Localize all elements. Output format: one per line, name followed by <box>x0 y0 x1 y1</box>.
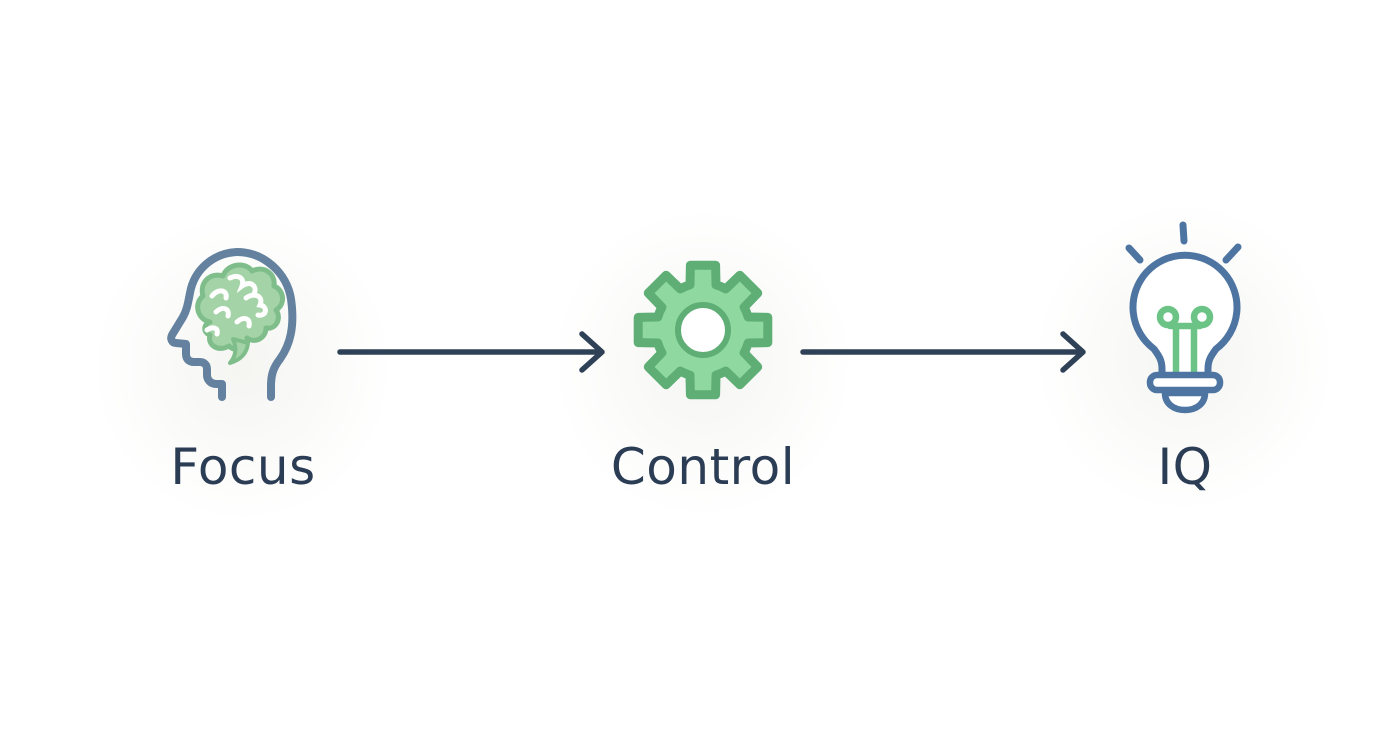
focus-label: Focus <box>170 438 316 496</box>
iq-label: IQ <box>1157 438 1213 496</box>
arrow-focus-to-control <box>336 322 608 386</box>
control-label: Control <box>610 438 796 496</box>
lightbulb-icon <box>1118 221 1252 420</box>
gear-icon <box>628 255 778 409</box>
head-brain-icon <box>160 244 312 408</box>
arrow-control-to-iq <box>799 322 1089 386</box>
